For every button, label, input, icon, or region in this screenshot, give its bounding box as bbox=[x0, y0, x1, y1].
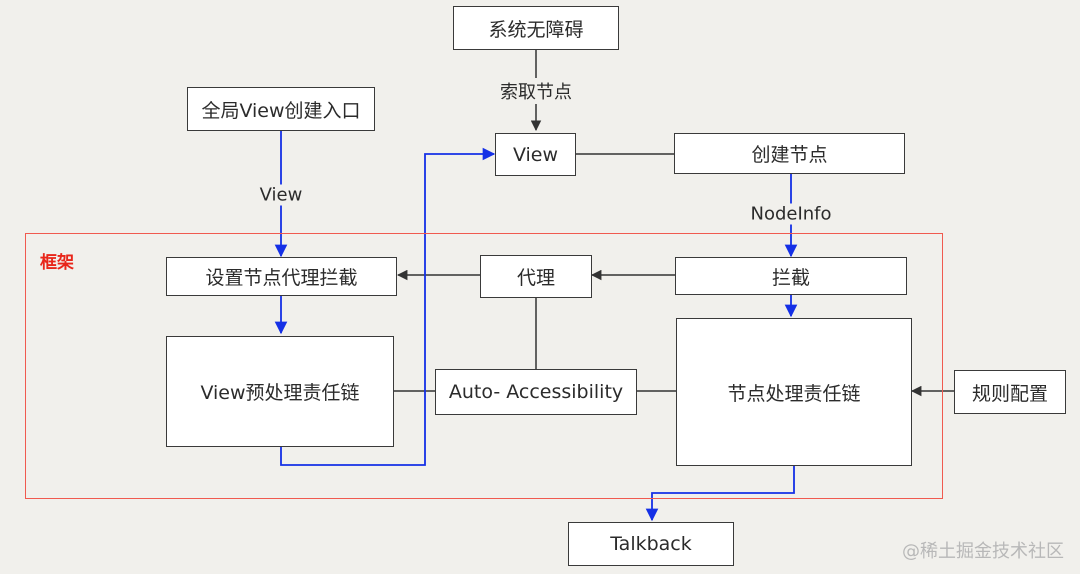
node-global-view-entry: 全局View创建入口 bbox=[187, 87, 375, 131]
node-proxy: 代理 bbox=[480, 255, 592, 298]
edge-label-fetch-node: 索取节点 bbox=[498, 78, 574, 104]
watermark: @稀土掘金技术社区 bbox=[902, 541, 1064, 562]
node-create-node: 创建节点 bbox=[674, 133, 905, 174]
edge-node-chain-to-talkback bbox=[645, 466, 795, 522]
framework-frame bbox=[25, 233, 943, 499]
node-proxy-intercept-setup: 设置节点代理拦截 bbox=[166, 257, 397, 296]
node-rule-config: 规则配置 bbox=[954, 370, 1066, 414]
edge-view-chain-back-to-view bbox=[280, 147, 496, 466]
node-view-preprocess-chain: View预处理责任链 bbox=[166, 336, 394, 447]
node-system-accessibility: 系统无障碍 bbox=[453, 6, 619, 50]
edge-label-nodeinfo: NodeInfo bbox=[748, 203, 834, 225]
node-node-process-chain: 节点处理责任链 bbox=[676, 318, 912, 466]
node-auto-accessibility: Auto- Accessibility bbox=[435, 369, 637, 415]
framework-label: 框架 bbox=[40, 253, 74, 273]
node-view: View bbox=[495, 133, 576, 176]
node-talkback: Talkback bbox=[568, 522, 734, 566]
node-intercept: 拦截 bbox=[675, 257, 907, 295]
edge-label-view: View bbox=[257, 184, 305, 206]
